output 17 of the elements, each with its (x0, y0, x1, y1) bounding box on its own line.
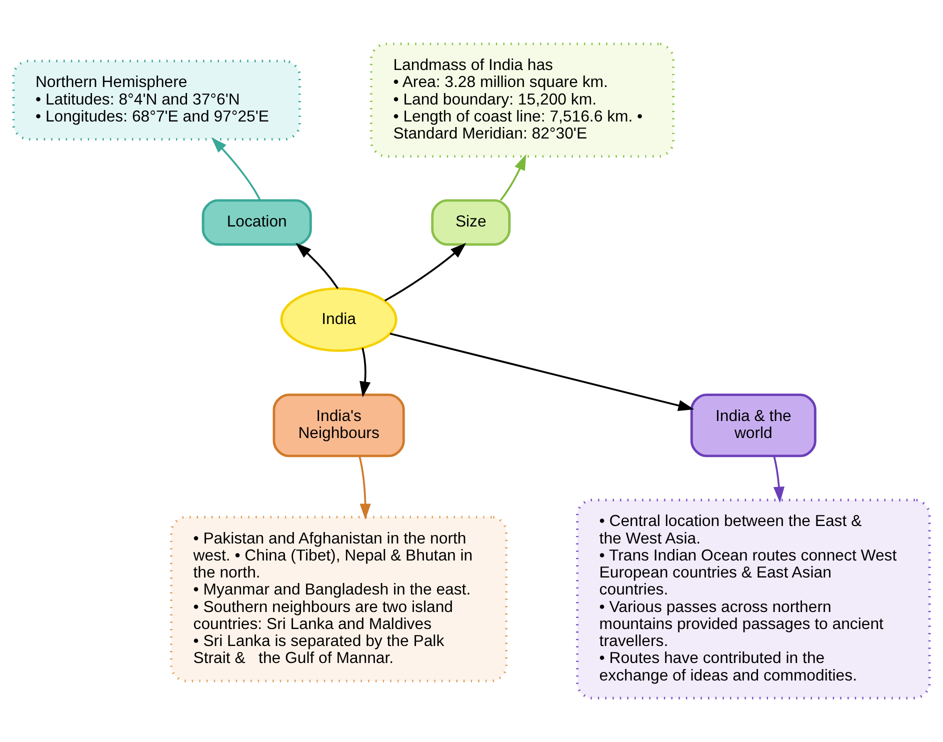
arrow (211, 137, 261, 201)
node-box: Size (431, 199, 511, 246)
node-box: • Central location between the East & the West Asia. • Trans Indian Ocean routes connect West European countries & East Asian countries. • Various passes across northern mountains provided passages to ancient travellers. • Routes have contributed in the exchange of ideas and commodities. (576, 498, 931, 700)
node-ellipse: India (280, 287, 398, 352)
node-box: Northern Hemisphere • Latitudes: 8°4'N and 37°6'N • Longitudes: 68°7'E and 97°25'E (12, 60, 301, 141)
arrow (384, 242, 466, 302)
arrow (390, 332, 694, 411)
node-box: Landmass of India has • Area: 3.28 million square km. • Land boundary: 15,200 km. • Length of coast line: 7,516.6 km. • Standard Meridian: 82°30'E (370, 42, 675, 158)
node-box: India & the world (690, 394, 816, 458)
arrow (358, 456, 371, 520)
arrow (360, 348, 371, 398)
arrow (296, 242, 339, 289)
node-box: Location (202, 199, 312, 246)
node-box: • Pakistan and Afghanistan in the north west. • China (Tibet), Nepal & Bhutan in the north. • Myanmar and Bangladesh in the east. • Southern neighbours are two island countries: Sri Lanka and Maldives • Sri Lanka is separated by the Palk Strait & the Gulf of Mannar. (170, 516, 508, 682)
node-box: India's Neighbours (272, 394, 405, 458)
arrow (500, 154, 526, 201)
arrow (773, 456, 785, 503)
